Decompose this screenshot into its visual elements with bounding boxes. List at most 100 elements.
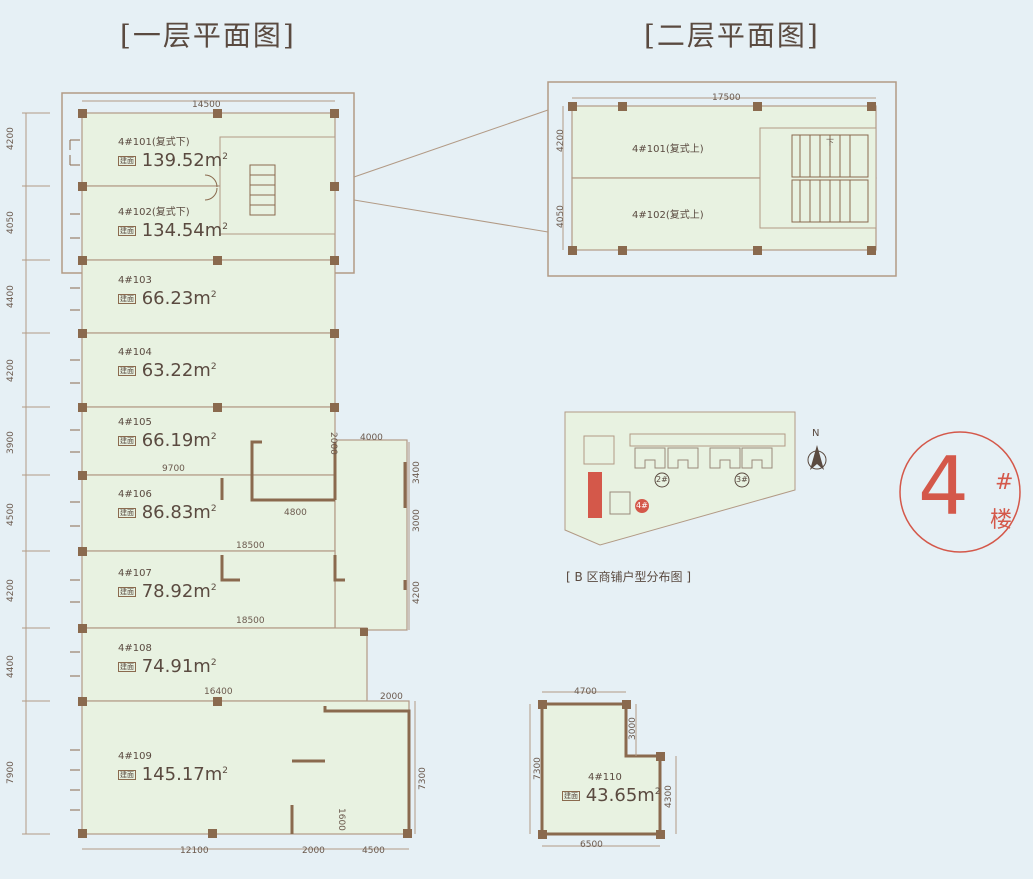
unit-id: 4#107 [118, 568, 152, 579]
area-tag: 建面 [118, 226, 136, 236]
u110-dim-bottom: 6500 [580, 840, 603, 850]
dim-left-4: 4200 [6, 359, 16, 382]
unit-id: 4#108 [118, 643, 152, 654]
unit-label: 4#102(复式下) 建面 134.54m2 [118, 203, 228, 241]
room-106 [81, 474, 336, 552]
dim-left-7: 4200 [6, 579, 16, 602]
f2-unit-101: 4#101(复式上) [632, 144, 704, 155]
unit-id: 4#102(复式下) [118, 207, 190, 218]
area-tag: 建面 [562, 791, 580, 801]
stair-down-label: 下 [826, 138, 834, 147]
unit-label: 4#108 建面 74.91m2 [118, 643, 217, 677]
floor2-title: [二层平面图] [644, 19, 820, 52]
unit-label: 4#106 建面 86.83m2 [118, 489, 217, 523]
unit-area: 66.19m [141, 430, 211, 451]
unit-label: 4#103 建面 66.23m2 [118, 275, 217, 309]
unit-110-label: 4#110 建面 43.65m2 [562, 772, 661, 806]
unit-id: 4#104 [118, 347, 152, 358]
unit-area: 66.23m [141, 288, 211, 309]
area-tag: 建面 [118, 587, 136, 597]
unit-area-sup: 2 [210, 290, 217, 300]
unit-label: 4#101(复式下) 建面 139.52m2 [118, 133, 228, 171]
u110-dim-top: 4700 [574, 687, 597, 697]
site-highlight-4 [588, 472, 602, 518]
f2-dim-top: 17500 [712, 93, 741, 103]
floor2-frame [547, 81, 897, 277]
u110-dim-left: 7300 [533, 757, 543, 780]
unit-area: 78.92m [141, 581, 211, 602]
dim-left-1: 4200 [6, 127, 16, 150]
unit-id: 4#109 [118, 751, 152, 762]
dim-top-14500: 14500 [192, 100, 221, 110]
dim-left-5: 3900 [6, 431, 16, 454]
north-label: N [812, 428, 820, 439]
column-group [360, 628, 368, 636]
unit-label: 4#105 建面 66.19m2 [118, 417, 217, 451]
dim-1600: 1600 [336, 808, 346, 831]
area-tag: 建面 [118, 662, 136, 672]
area-tag: 建面 [118, 156, 136, 166]
unit-area: 134.54m [141, 220, 223, 241]
unit-area-sup: 2 [654, 787, 661, 797]
dim-3000: 3000 [412, 509, 422, 532]
building-hash: # [995, 470, 1014, 495]
dim-left-2: 4050 [6, 211, 16, 234]
f2-dim-left-2: 4050 [556, 205, 566, 228]
dim-2000-b: 2000 [380, 692, 403, 702]
unit-area: 43.65m [585, 785, 655, 806]
dim-4800: 4800 [284, 508, 307, 518]
area-tag: 建面 [118, 436, 136, 446]
unit-area: 86.83m [141, 502, 211, 523]
building-badge-ring [899, 431, 1021, 553]
unit-area: 74.91m [141, 656, 211, 677]
unit-id: 4#105 [118, 417, 152, 428]
unit-area: 145.17m [141, 764, 223, 785]
room-103 [81, 259, 336, 334]
room-109 [81, 700, 410, 835]
unit-area: 63.22m [141, 360, 211, 381]
f2-dim-left-1: 4200 [556, 129, 566, 152]
dim-left-8: 4400 [6, 655, 16, 678]
building-suffix: 楼 [990, 508, 1013, 533]
area-tag: 建面 [118, 508, 136, 518]
unit-id: 4#110 [588, 772, 622, 783]
unit-area-sup: 2 [210, 583, 217, 593]
dim-18500-a: 18500 [236, 541, 265, 551]
area-tag: 建面 [118, 770, 136, 780]
u110-dim-r3000: 3000 [628, 717, 638, 740]
dim-18500-b: 18500 [236, 616, 265, 626]
dim-7300: 7300 [418, 767, 428, 790]
unit-area-sup: 2 [222, 222, 228, 232]
area-tag: 建面 [118, 294, 136, 304]
dim-16400: 16400 [204, 687, 233, 697]
room-105 [81, 406, 336, 476]
dim-2000-c: 2000 [302, 846, 325, 856]
unit-area-sup: 2 [210, 658, 217, 668]
site-caption: [ B 区商铺户型分布图 ] [566, 570, 692, 584]
north-arrow-icon [810, 445, 824, 470]
unit-area-sup: 2 [210, 362, 217, 372]
site-building-2: 2# [656, 475, 668, 484]
dim-2000-v: 2000 [328, 432, 338, 455]
unit-label: 4#107 建面 78.92m2 [118, 568, 217, 602]
unit-id: 4#101(复式下) [118, 137, 190, 148]
dim-3400: 3400 [412, 461, 422, 484]
unit-id: 4#106 [118, 489, 152, 500]
unit-id: 4#103 [118, 275, 152, 286]
dim-left-3: 4400 [6, 285, 16, 308]
site-building-4: 4# [636, 501, 648, 510]
room-105-ext [334, 439, 408, 631]
room-108 [81, 627, 368, 702]
unit-area-sup: 2 [222, 766, 228, 776]
stair-core-floor2 [759, 127, 877, 229]
unit-area-sup: 2 [222, 152, 228, 162]
unit-label: 4#104 建面 63.22m2 [118, 347, 217, 381]
dim-9700: 9700 [162, 464, 185, 474]
unit-label: 4#109 建面 145.17m2 [118, 751, 228, 785]
area-tag: 建面 [118, 366, 136, 376]
unit-area: 139.52m [141, 150, 223, 171]
u110-dim-r4300: 4300 [664, 785, 674, 808]
dim-4500: 4500 [362, 846, 385, 856]
unit-area-sup: 2 [210, 432, 217, 442]
